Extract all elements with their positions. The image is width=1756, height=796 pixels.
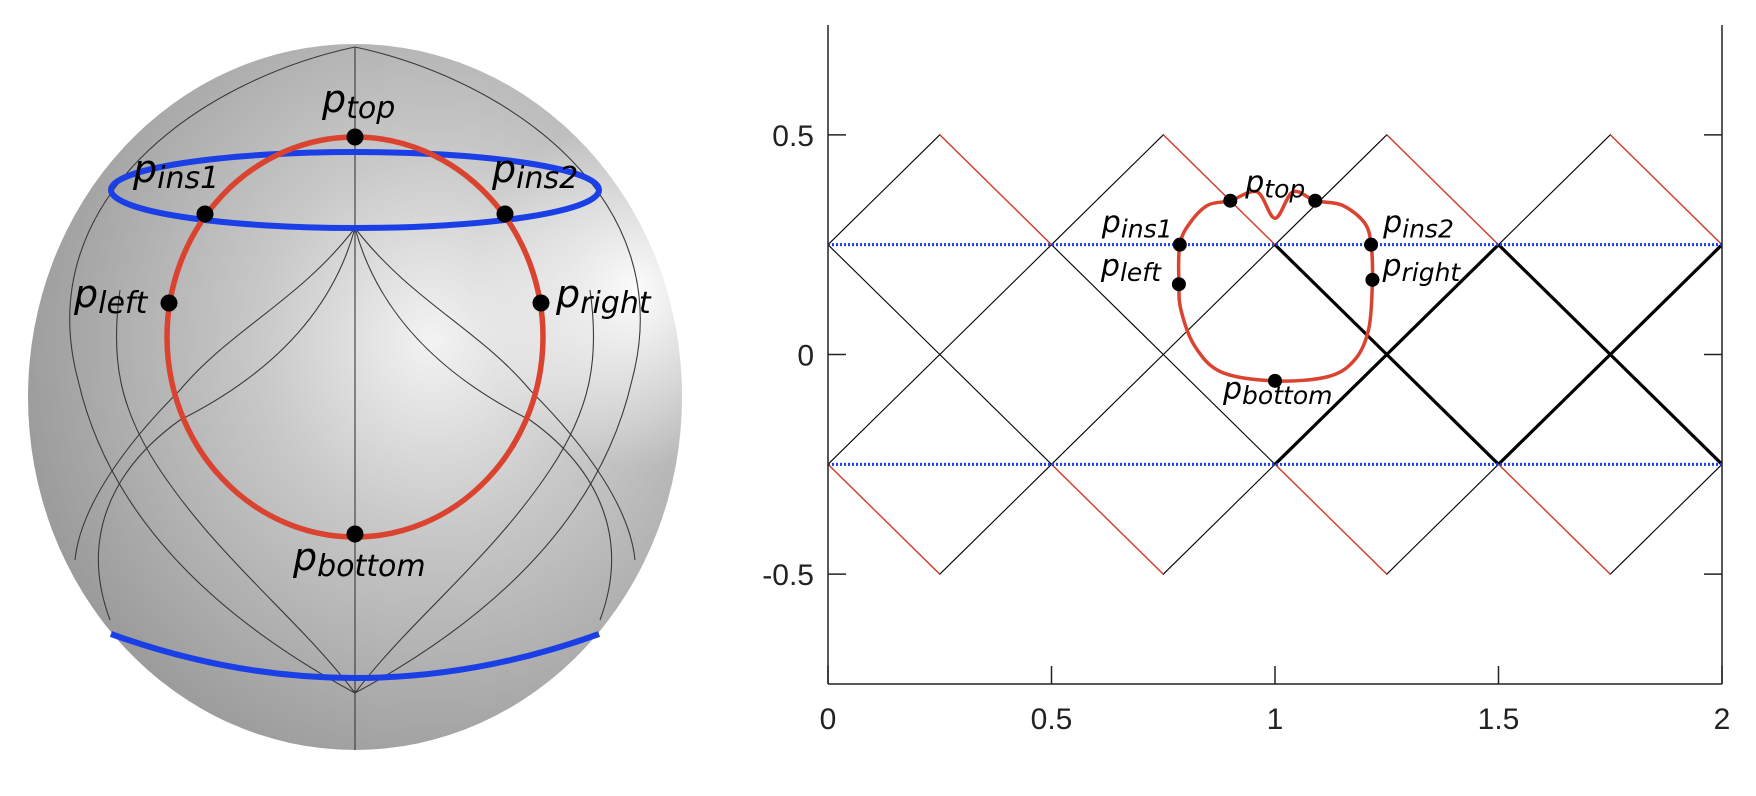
plot-label-ins1: pins1 [1101, 206, 1173, 244]
sphere-curve-inner-right [354, 227, 613, 621]
x-tick-label-1: 0.5 [1031, 703, 1073, 736]
grid-zigzag-3 [828, 463, 1722, 575]
y-tick-label-1: 0 [797, 340, 814, 373]
x-tick-label-2: 1 [1267, 703, 1284, 736]
sphere-label-top: ptop [321, 77, 395, 126]
sphere-meridian-left [69, 46, 356, 694]
sphere-meridian-right [354, 46, 641, 694]
red-segment-4 [1051, 463, 1164, 575]
x-tick-label-0: 0 [820, 703, 837, 736]
sphere-label-bottom: pbottom [292, 535, 426, 584]
sphere-label-left: pleft [73, 272, 148, 321]
plot-content [828, 134, 1722, 575]
plot-point-top-alt [1223, 193, 1238, 208]
plot-point-bottom [1268, 373, 1282, 388]
sphere-band-top [108, 149, 602, 231]
sphere-label-ins1: pins1 [132, 147, 219, 196]
plot-panel: 0.5 0 -0.5 0 0.5 1 1.5 2 ptop pins1 pins2 pleft pri… [762, 25, 1730, 736]
plot-axes: 0.5 0 -0.5 0 0.5 1 1.5 2 [762, 25, 1730, 736]
sphere-curve-rise-left [115, 289, 356, 694]
red-segment-1 [1162, 134, 1276, 246]
y-tick-label-0: 0.5 [772, 120, 814, 153]
plot-point-right [1365, 272, 1380, 287]
plot-label-top: ptop [1244, 166, 1305, 204]
sphere-point-bottom [346, 525, 364, 543]
plot-point-ins1 [1172, 237, 1187, 252]
bold-segment-3 [1497, 243, 1722, 466]
x-tick-label-3: 1.5 [1478, 703, 1520, 736]
sphere-panel: ptop pins1 pins2 pleft pright pbottom [28, 44, 682, 750]
red-segment-3 [1609, 134, 1722, 246]
red-segment-0 [939, 134, 1052, 246]
plot-point-left [1171, 277, 1186, 292]
plot-label-left: pleft [1100, 249, 1162, 287]
sphere-point-top [346, 128, 364, 146]
bold-segment-1 [1273, 243, 1500, 466]
plot-labels: ptop pins1 pins2 pleft pright pbottom [1100, 166, 1462, 410]
plot-points [1171, 193, 1380, 388]
sphere-curve-lower-left [74, 227, 356, 561]
sphere-point-right [532, 294, 550, 312]
red-segment-6 [1498, 463, 1611, 575]
red-segment-7 [828, 463, 941, 575]
sphere-guide-lines [69, 46, 641, 750]
red-segment-5 [1274, 463, 1388, 575]
plot-point-ins2 [1364, 237, 1379, 252]
sphere-label-ins2: pins2 [491, 147, 578, 196]
sphere-point-ins2 [496, 205, 514, 223]
x-tick-label-4: 2 [1714, 703, 1731, 736]
sphere-point-ins1 [196, 205, 214, 223]
plot-label-ins2: pins2 [1382, 206, 1454, 244]
plot-point-top [1308, 193, 1323, 208]
sphere-curve-inner-left [97, 227, 356, 621]
plot-label-bottom: pbottom [1222, 372, 1332, 410]
sphere-band-bottom [109, 631, 601, 681]
sphere-label-right: pright [555, 272, 652, 321]
plot-label-right: pright [1381, 249, 1461, 287]
sphere-curve-rise-right [354, 289, 595, 694]
y-tick-label-2: -0.5 [762, 559, 814, 592]
plot-red-curve [1176, 189, 1375, 383]
sphere-curve-lower-right [354, 227, 636, 561]
sphere-point-left [160, 294, 178, 312]
grid-zigzag-1 [828, 243, 1722, 356]
red-segment-2 [1386, 134, 1499, 246]
